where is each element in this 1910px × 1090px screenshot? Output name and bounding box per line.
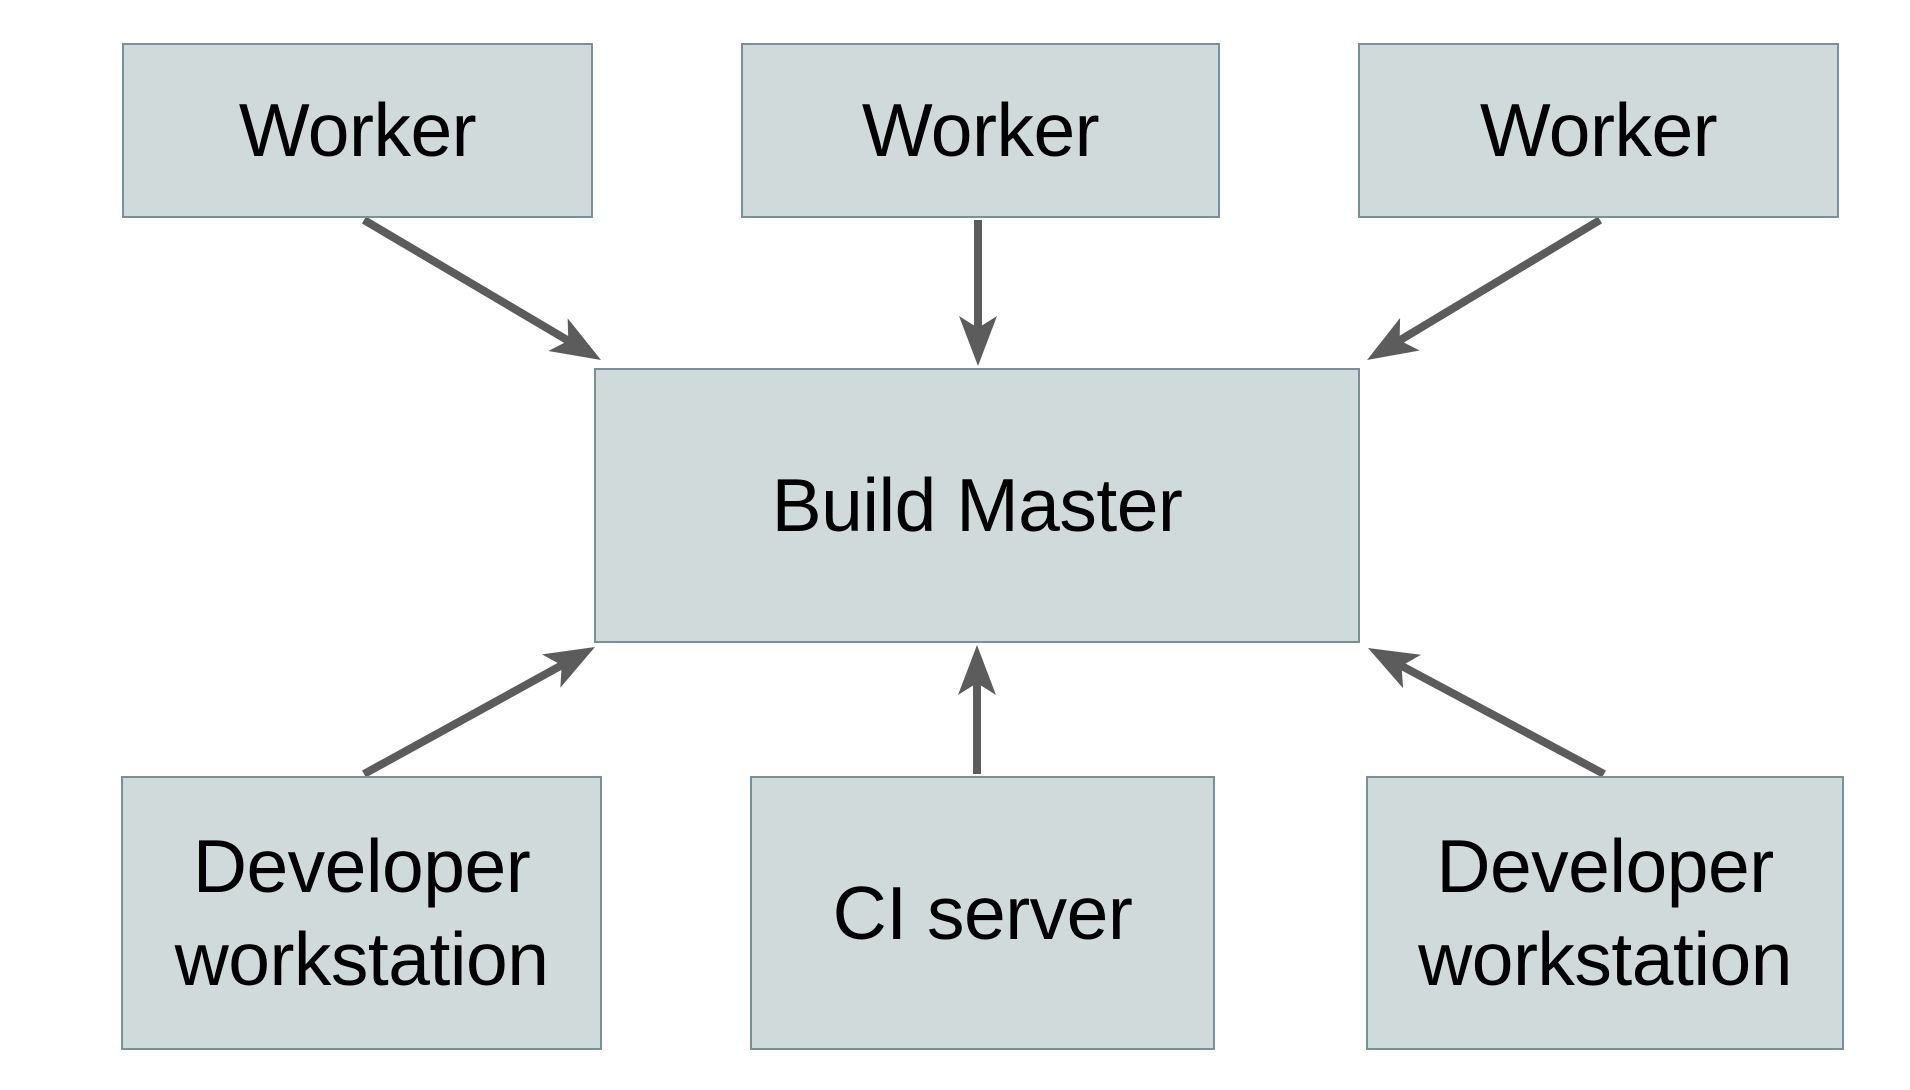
node-worker-2-label: Worker — [861, 88, 1100, 172]
node-developer-workstation-1: Developer workstation — [121, 776, 602, 1050]
node-build-master-label: Build Master — [771, 463, 1183, 547]
node-build-master: Build Master — [594, 368, 1360, 643]
node-worker-3-label: Worker — [1479, 88, 1718, 172]
node-ci-server: CI server — [750, 776, 1215, 1050]
arrow-developer-workstation-2-to-build-master — [1367, 648, 1606, 778]
arrow-developer-workstation-1-to-build-master — [362, 646, 595, 778]
node-developer-workstation-2: Developer workstation — [1366, 776, 1844, 1050]
arrow-worker-1-to-build-master — [361, 216, 602, 361]
node-ci-server-label: CI server — [832, 870, 1133, 955]
node-worker-2: Worker — [741, 43, 1220, 218]
node-worker-1-label: Worker — [238, 88, 477, 172]
node-developer-workstation-2-label-line-2: workstation — [1418, 917, 1792, 1001]
arrow-worker-3-to-build-master — [1367, 216, 1603, 360]
node-worker-3: Worker — [1358, 43, 1839, 218]
node-developer-workstation-1-label-line-1: Developer — [192, 824, 531, 908]
node-developer-workstation-2-label-line-1: Developer — [1436, 824, 1774, 908]
node-worker-1: Worker — [122, 43, 593, 218]
node-developer-workstation-1-label-line-2: workstation — [174, 917, 549, 1001]
